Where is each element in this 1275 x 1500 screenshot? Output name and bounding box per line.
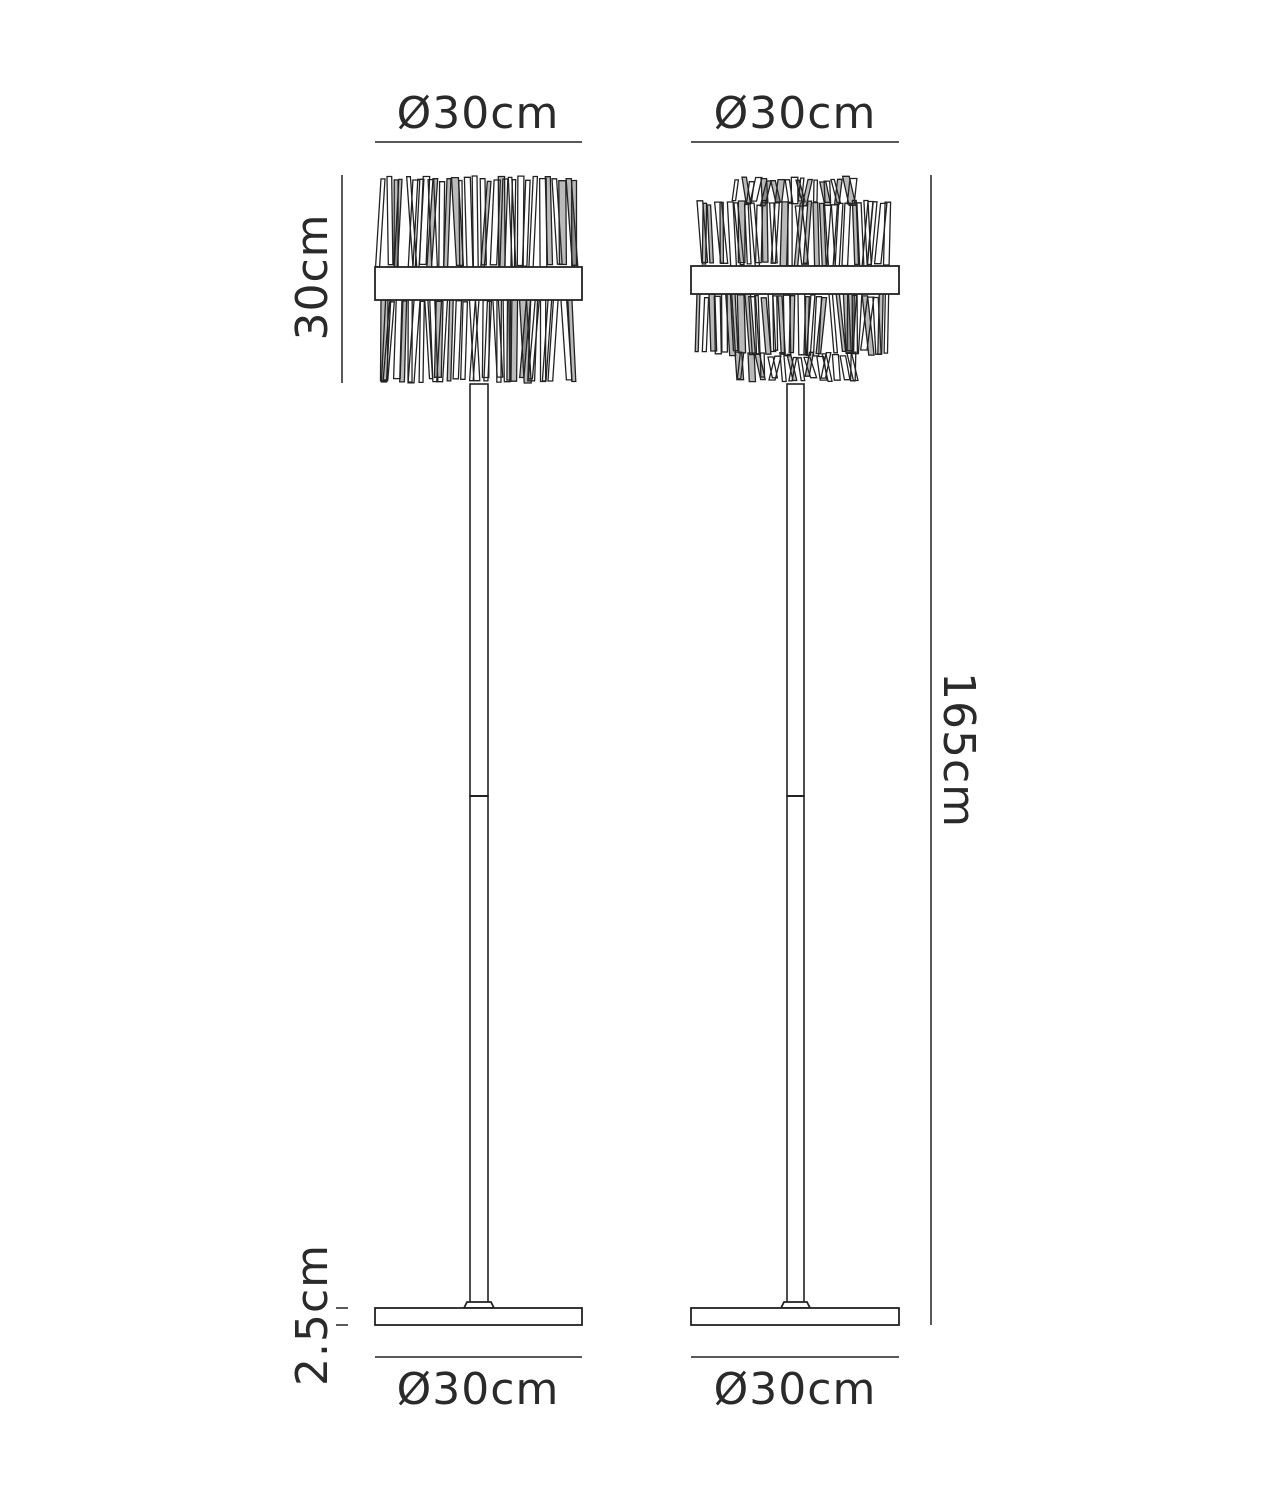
crystal-rod [816,355,828,381]
left-lamp-shade [374,175,583,384]
crystal-rod [743,203,752,265]
crystal-rod [772,295,779,351]
crystal-rod [571,179,578,266]
right-lamp-shade-band [690,265,900,295]
crystal-rod [795,179,806,203]
crystal-rod [761,199,769,263]
crystal-rod [830,178,842,204]
crystal-rod [882,201,892,266]
crystal-rod [805,294,816,357]
right-lamp-base [690,1301,900,1326]
crystal-rod [788,356,798,382]
crystal-rod [510,295,519,382]
right-base-diameter-label: Ø30cm [713,1364,877,1415]
crystal-rod [802,200,813,264]
crystal-rod [749,176,763,202]
crystal-rod [768,355,782,381]
crystal-rod [544,176,554,266]
crystal-rod [754,204,764,264]
crystal-rod [790,176,799,205]
crystal-rod [846,177,858,205]
crystal-rod [386,175,394,266]
crystal-rod [516,175,525,267]
crystal-rod [812,296,823,357]
crystal-rod [803,295,810,356]
crystal-rod [382,301,396,381]
crystal-rod [820,351,832,379]
crystal-rod [759,180,772,207]
crystal-rod [747,352,757,383]
crystal-rod [483,300,493,382]
overall-height-label: 165cm [933,671,984,829]
dimension-lines [336,141,932,1358]
right-lamp [690,175,900,1326]
right-top-diameter-label: Ø30cm [713,88,877,139]
crystal-rod [701,297,710,353]
shade-height-label: 30cm [287,213,338,341]
crystal-rod [877,292,884,355]
crystal-rod [823,180,832,203]
crystal-rod [770,202,780,264]
crystal-rod [759,352,766,378]
right-lamp-shade [690,175,900,383]
crystal-rod [859,296,875,351]
crystal-rod [831,353,841,381]
crystal-rod [754,294,761,355]
left-lamp-shade-band [374,266,583,301]
left-lamp-base [374,1301,583,1326]
crystal-rod [418,300,425,384]
crystal-rod [713,201,729,264]
crystal-rod [782,294,792,357]
crystal-rod [779,201,790,268]
crystal-rod [460,301,469,380]
crystal-rod [701,202,708,265]
left-top-diameter-label: Ø30cm [396,88,560,139]
crystal-rod [479,178,487,266]
right-lamp-stem [786,383,805,1306]
crystal-rod [804,351,815,377]
crystal-rod [731,179,740,202]
crystal-rod [812,179,819,203]
crystal-rod [399,300,408,383]
crystal-rod [797,177,805,202]
crystal-rod [760,297,772,355]
crystal-rod [839,355,851,381]
crystal-rod [713,295,722,355]
crystal-rod [812,201,820,267]
left-lamp [374,175,583,1326]
crystal-rod [849,351,857,382]
crystal-rod [788,295,796,354]
base-thickness-label: 2.5cm [287,1243,338,1387]
crystal-rod [851,199,860,266]
left-lamp-stem [469,383,489,1306]
crystal-rod [558,180,568,266]
crystal-rod [418,175,431,266]
crystal-rod [737,200,746,264]
crystal-rod [777,295,786,355]
crystal-rod [779,352,787,383]
crystal-rod [719,201,725,264]
crystal-rod [706,204,715,264]
crystal-rod [736,294,747,354]
left-base-diameter-label: Ø30cm [396,1364,560,1415]
crystal-rod [815,296,828,355]
crystal-rod [796,357,806,382]
crystal-rod [506,295,512,381]
crystal-rod [696,200,709,264]
crystal-rod [801,178,814,207]
